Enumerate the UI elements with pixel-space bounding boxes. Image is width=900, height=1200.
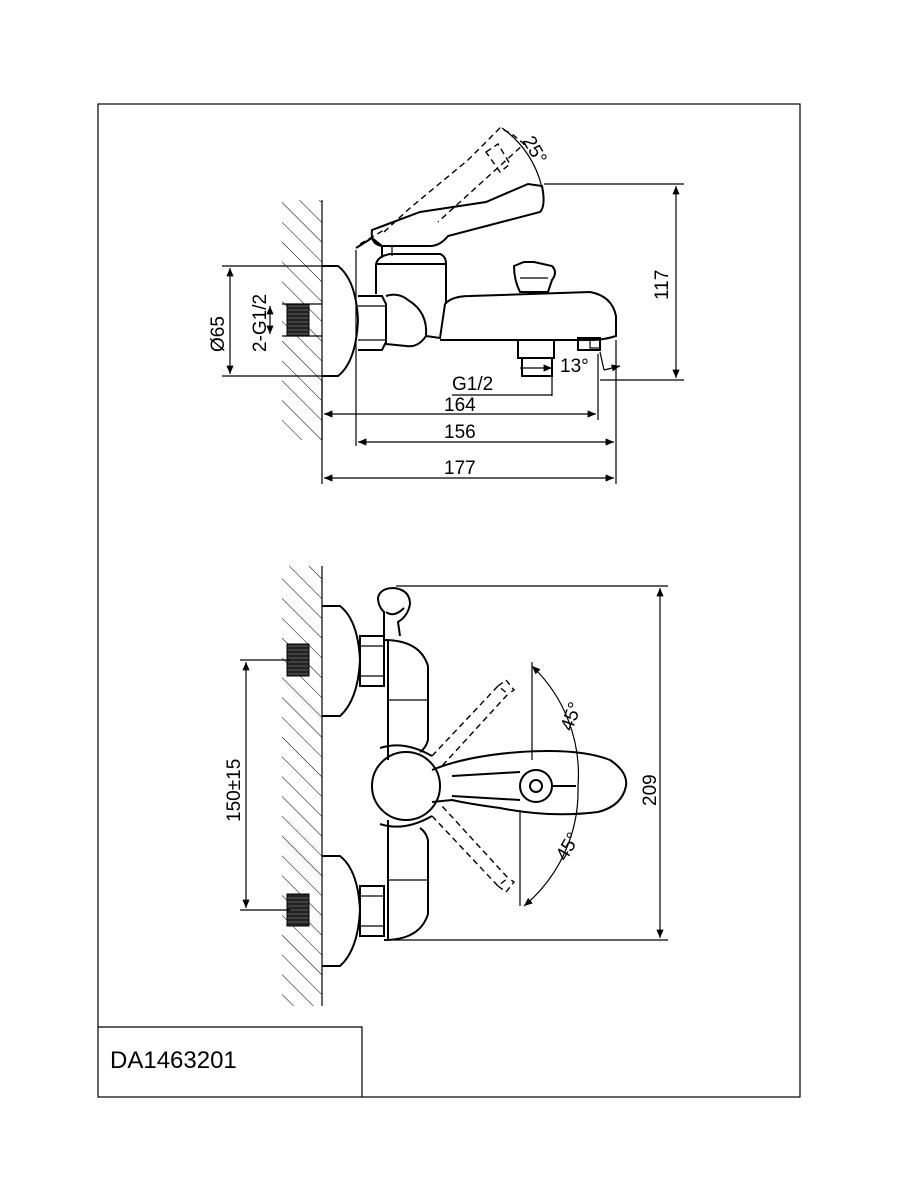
inlet-nipple-top-lower: [286, 893, 310, 927]
title-block: DA1463201: [98, 1026, 363, 1097]
dim-156: 156: [444, 422, 476, 443]
model-number: DA1463201: [110, 1047, 237, 1074]
inlet-nipple-side: [286, 303, 310, 337]
drawing-border: [97, 103, 801, 1098]
diverter-knob-side: [512, 261, 556, 293]
shower-holder-hook: [376, 586, 412, 637]
wall-hatch-top: [282, 566, 322, 1006]
inlet-spacing-label: 150±15: [224, 759, 245, 822]
outlet-fitting: [517, 339, 555, 359]
inlet-thread-label: 2-G1/2: [250, 294, 271, 352]
top-view: 45° 45° 150±15 209: [224, 566, 668, 1006]
handle-rotated-dashed: [359, 127, 526, 245]
flange-top-upper: [322, 605, 362, 717]
total-height-209: 209: [640, 774, 661, 806]
inlet-nipple-top-upper: [286, 643, 310, 677]
spout-angle-label: 13°: [560, 356, 589, 377]
height-dim-117: 117: [652, 270, 673, 300]
dim-164: 164: [444, 395, 476, 416]
dim-177: 177: [444, 458, 476, 479]
flange-side: [322, 265, 360, 377]
lever-handle-side: [370, 182, 545, 247]
hex-nut-side: [358, 295, 387, 351]
side-view: 25° 117 Ø65 2-G1/2 13° G1/2 164 156: [208, 127, 684, 484]
flange-diameter-label: Ø65: [208, 316, 229, 352]
rotation-down-label: 45°: [552, 829, 585, 864]
outlet-thread-label: G1/2: [452, 374, 493, 395]
handle-angle-label: 25°: [518, 133, 551, 168]
flange-top-lower: [322, 855, 362, 967]
faucet-body-top: [383, 639, 429, 941]
cartridge-circle: [371, 751, 441, 821]
diverter-knob-top: [519, 769, 553, 803]
handle-rotation-dashed: [431, 679, 516, 893]
faucet-body-side: [385, 293, 428, 348]
lever-handle-top: [431, 750, 628, 816]
